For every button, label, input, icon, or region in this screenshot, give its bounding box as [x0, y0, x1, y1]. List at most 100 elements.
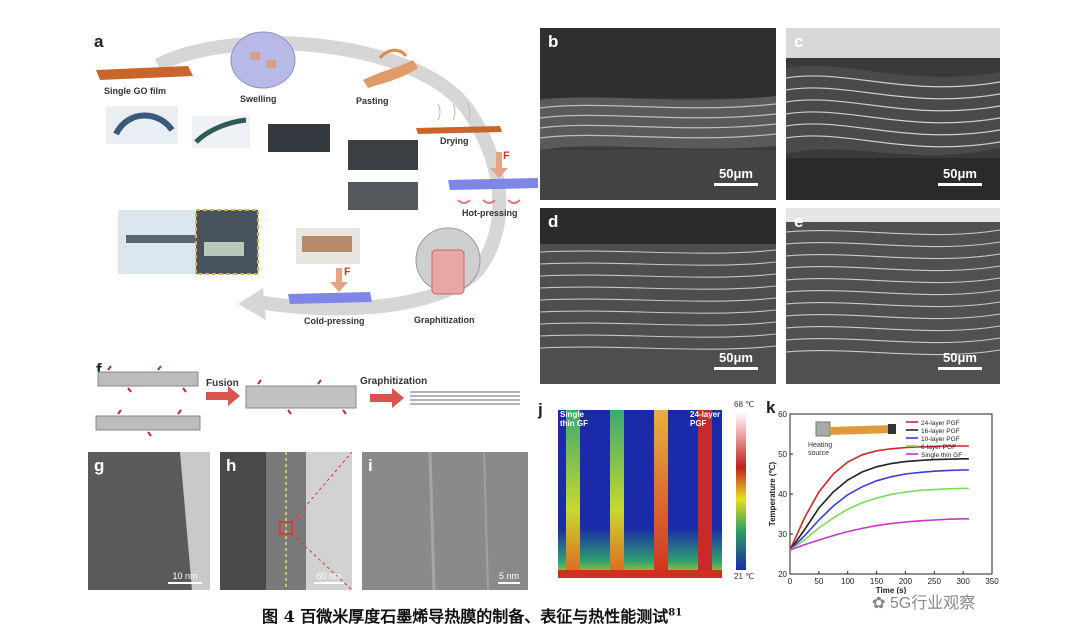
panel-label-h: h	[226, 456, 237, 475]
pasting-arrow-icon	[378, 48, 408, 60]
photo-film-stack	[268, 124, 330, 152]
legend-entry: 24-layer PGF	[921, 420, 960, 427]
panel-i-tem: i 5 nm	[362, 452, 528, 590]
figure-caption-text: 图 4 百微米厚度石墨烯导热膜的制备、表征与热性能测试	[262, 607, 669, 626]
series-line	[789, 469, 969, 551]
scale-bar	[498, 582, 520, 584]
cold-press-plate-icon	[288, 292, 372, 304]
label-single-thin-gf: Single thin GF	[560, 410, 588, 428]
tem-g-image	[88, 452, 210, 590]
figure-caption: 图 4 百微米厚度石墨烯导热膜的制备、表征与热性能测试81	[262, 603, 682, 627]
fusion-arrow-icon	[206, 386, 240, 406]
thermal-colorbar	[736, 412, 746, 570]
panel-h-tem: h 60 nm	[220, 452, 352, 590]
y-tick-label: 20	[778, 570, 787, 579]
scale-bar	[168, 582, 202, 584]
sem-b-layers	[540, 28, 776, 200]
go-film-icon	[96, 66, 193, 80]
tem-scale-text-g: 10 nm	[172, 571, 198, 581]
fusion-schematic	[95, 365, 520, 437]
y-tick-label: 30	[778, 530, 787, 539]
label-force-cold: F	[344, 266, 351, 278]
label-single-go: Single GO film	[104, 86, 167, 96]
x-tick-label: 100	[841, 577, 855, 586]
x-tick-label: 50	[814, 577, 823, 586]
legend-entry: 10-layer PGF	[921, 436, 960, 443]
label-24-layer: 24-layer PGF	[690, 410, 721, 428]
panel-label-j: j	[538, 400, 543, 419]
hot-press-heat-icon	[457, 199, 521, 204]
pasting-icon	[363, 60, 418, 88]
panel-label-d: d	[548, 212, 559, 231]
pgf-strip-icon	[830, 425, 896, 435]
photo-film-bent-shape	[113, 112, 175, 136]
y-tick-label: 50	[778, 450, 787, 459]
tem-scale-g: 10 nm	[168, 571, 202, 584]
panel-b-sem: b 50μm	[540, 28, 776, 200]
drying-film-icon	[416, 126, 502, 134]
scale-bar	[314, 582, 344, 584]
y-tick-label: 40	[778, 490, 787, 499]
wechat-icon: ✿	[872, 595, 890, 612]
force-arrow-icon	[490, 152, 508, 178]
panel-e-sem: e 50μm	[786, 208, 1000, 384]
furnace-core-icon	[431, 249, 465, 295]
series-line	[789, 487, 969, 551]
sem-scale-text: 50μm	[943, 350, 977, 365]
panel-label-c: c	[794, 32, 804, 51]
process-schematic	[96, 31, 538, 320]
y-tick-label: 60	[778, 410, 787, 419]
x-axis-label: Time (s)	[876, 586, 907, 594]
scale-bar	[938, 183, 982, 186]
label-drying: Drying	[440, 136, 469, 146]
colorbar-max: 68 ℃	[734, 400, 755, 409]
force-arrow-icon	[330, 268, 348, 292]
sem-scale-c: 50μm	[938, 166, 982, 186]
sem-d-layers	[540, 208, 776, 384]
series-line	[789, 518, 969, 551]
legend-entry: Single thin GF	[921, 452, 962, 459]
x-tick-label: 350	[985, 577, 999, 586]
panel-label-b: b	[548, 32, 559, 51]
sem-scale-text: 50μm	[943, 166, 977, 181]
label-fusion: Fusion	[206, 378, 239, 389]
colorbar-min: 21 ℃	[734, 572, 755, 581]
panel-label-f: f	[96, 360, 102, 379]
panel-label-a: a	[94, 32, 104, 51]
process-arrow-head	[238, 288, 266, 320]
heating-inset-diagram	[815, 421, 896, 437]
graphitization-arrow-icon	[370, 388, 404, 408]
label-swelling: Swelling	[240, 94, 277, 104]
tem-h-image	[220, 452, 352, 590]
figure-caption-ref: 81	[668, 607, 683, 619]
legend-entry: 6-layer PGF	[921, 444, 956, 451]
tem-scale-text-i: 5 nm	[498, 571, 519, 581]
hot-press-plate-icon	[448, 178, 538, 190]
panel-d-sem: d 50μm	[540, 208, 776, 384]
watermark-text: 5G行业观察	[889, 595, 976, 612]
sem-c-layers	[786, 28, 1000, 200]
label-force-hot: F	[503, 150, 510, 162]
scale-bar	[938, 367, 982, 370]
panel-label-e: e	[794, 212, 804, 231]
photo-film-stack	[348, 140, 418, 170]
panel-g-tem: g 10 nm	[88, 452, 210, 590]
x-tick-label: 0	[788, 577, 793, 586]
x-tick-label: 150	[870, 577, 884, 586]
x-tick-label: 200	[899, 577, 913, 586]
label-cold-pressing: Cold-pressing	[304, 316, 365, 326]
photo-film-stack	[348, 182, 418, 210]
series-line	[789, 445, 969, 551]
tem-scale-h: 60 nm	[314, 571, 344, 584]
sem-scale-b: 50μm	[714, 166, 758, 186]
label-graphitization-f: Graphitization	[360, 376, 428, 387]
tem-i-image	[428, 452, 489, 590]
label-pasting: Pasting	[356, 96, 389, 106]
panel-j: j	[538, 400, 760, 590]
label-hot-pressing: Hot-pressing	[462, 208, 518, 218]
panel-label-g: g	[94, 456, 105, 475]
heat-waves-icon	[437, 103, 471, 121]
scale-bar	[714, 367, 758, 370]
photo-film-curved-shape	[194, 117, 247, 144]
